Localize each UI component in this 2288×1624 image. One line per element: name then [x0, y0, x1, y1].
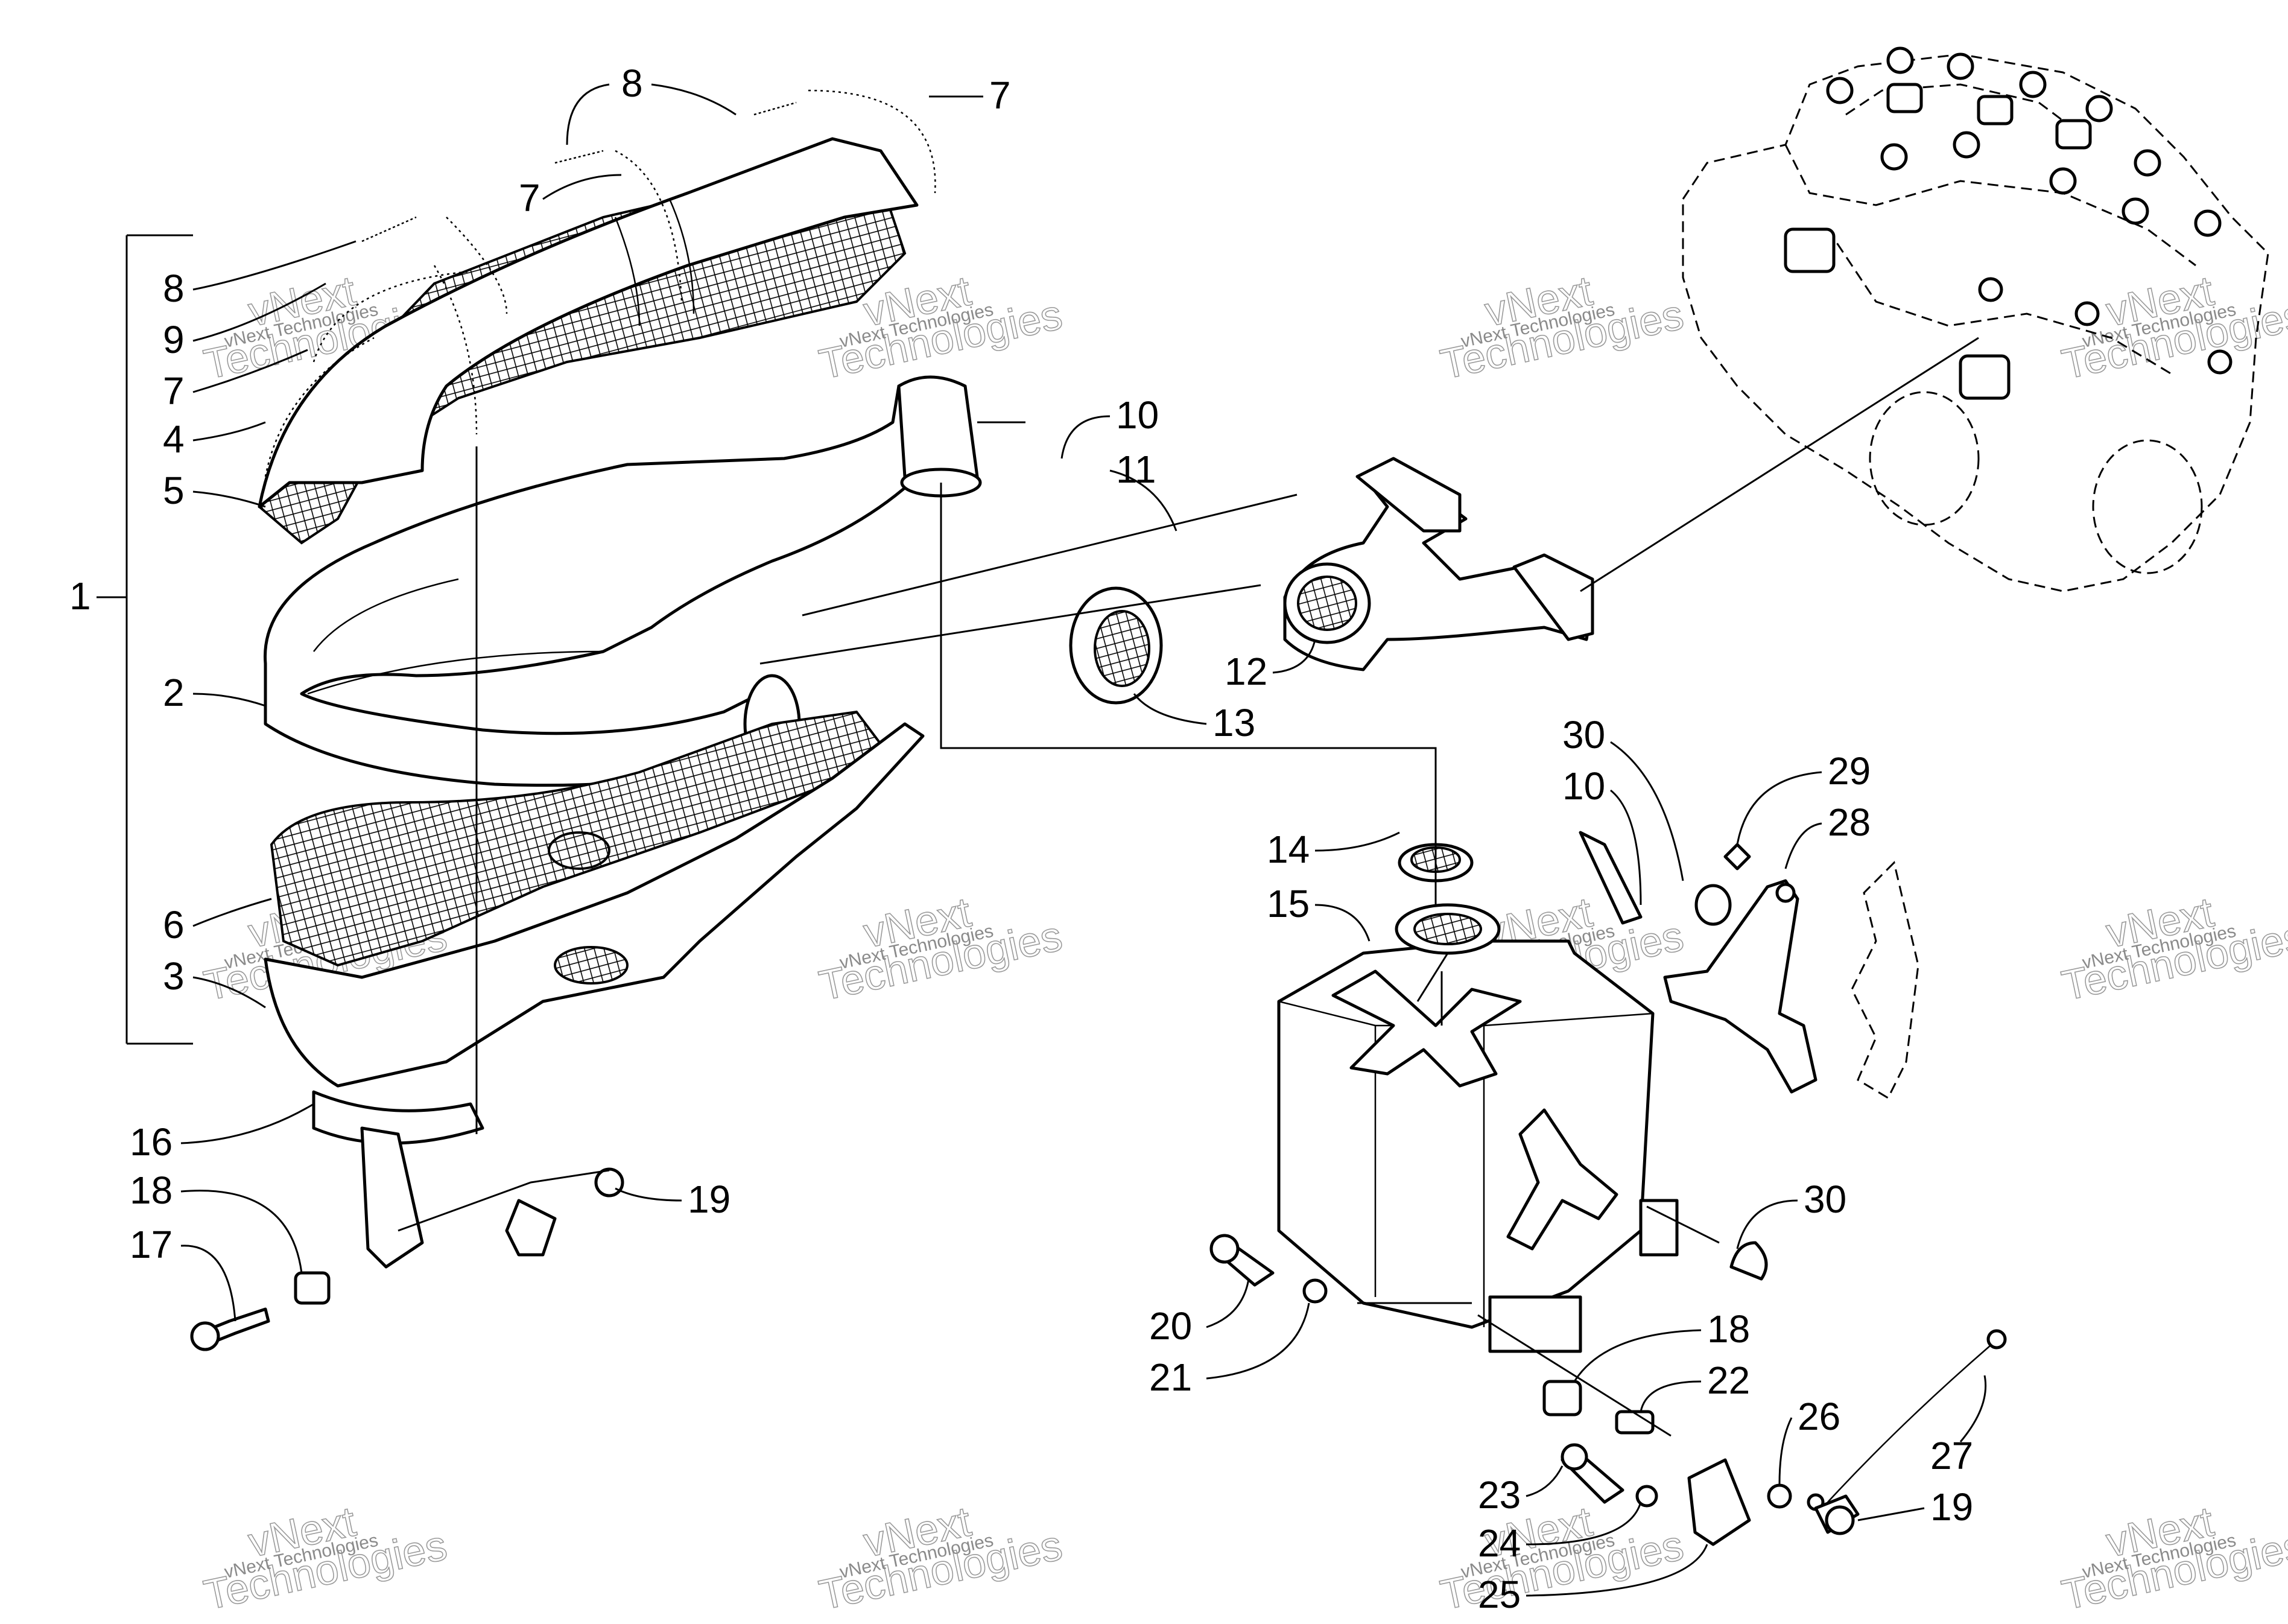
callout-8: 8: [163, 267, 185, 310]
muffler-bracket: [1663, 861, 1919, 1100]
callout-18: 18: [1707, 1307, 1750, 1351]
callout-20: 20: [1149, 1304, 1192, 1348]
callout-13: 13: [1212, 701, 1255, 744]
callout-12: 12: [1225, 650, 1267, 693]
lower-heat-shield: [264, 710, 925, 1088]
watermark: vNext Technologies vNext Technologies: [815, 1497, 1067, 1619]
callout-26: 26: [1798, 1395, 1840, 1438]
callout-5: 5: [163, 469, 185, 512]
gasket: [1069, 586, 1163, 705]
callout-2: 2: [163, 671, 185, 714]
callout-11: 11: [1116, 448, 1156, 491]
callout-17: 17: [130, 1223, 173, 1266]
callout-30: 30: [1804, 1178, 1846, 1221]
callout-1: 1: [69, 574, 91, 618]
watermark: vNext Technologies vNext Technologies: [815, 888, 1067, 1010]
leader-lines: [97, 234, 1979, 1437]
callout-10: 10: [1562, 764, 1605, 808]
springs-and-wires: [264, 89, 936, 477]
callout-24: 24: [1478, 1521, 1521, 1565]
callouts: 1 8 7 7 8 9 7 4 5 2 6 3 10: [69, 62, 1987, 1616]
bracket-assembly-left: [190, 1090, 624, 1351]
callout-19: 19: [688, 1178, 730, 1221]
callout-22: 22: [1707, 1359, 1750, 1402]
muffler: [1277, 843, 1679, 1353]
watermark: vNext Technologies vNext Technologies: [2058, 888, 2288, 1010]
watermark: vNext Technologies vNext Technologies: [200, 1497, 452, 1619]
callout-7: 7: [989, 74, 1011, 117]
callout-30: 30: [1562, 713, 1605, 756]
y-pipe: [1283, 457, 1594, 671]
callout-18: 18: [130, 1169, 173, 1212]
callout-6: 6: [163, 903, 185, 947]
watermark: vNext Technologies vNext Technologies: [2058, 1497, 2288, 1619]
callout-21: 21: [1149, 1356, 1192, 1399]
callout-25: 25: [1478, 1573, 1521, 1616]
callout-7: 7: [519, 176, 540, 220]
callout-23: 23: [1478, 1473, 1521, 1517]
callout-29: 29: [1828, 749, 1871, 793]
callout-9: 9: [163, 318, 185, 361]
watermarks: vNext Technologies vNext Technologies vN…: [200, 267, 2288, 1619]
callout-7: 7: [163, 369, 185, 413]
callout-8: 8: [621, 62, 643, 105]
watermark: vNext Technologies vNext Technologies: [1436, 267, 1688, 389]
callout-27: 27: [1930, 1434, 1973, 1477]
callout-16: 16: [130, 1120, 173, 1164]
callout-28: 28: [1828, 801, 1871, 844]
callout-4: 4: [163, 417, 185, 461]
callout-19: 19: [1930, 1485, 1973, 1529]
callout-15: 15: [1267, 882, 1310, 925]
callout-10: 10: [1116, 393, 1159, 437]
callout-14: 14: [1267, 828, 1310, 871]
hardware-assembly-right: [1209, 831, 2007, 1546]
callout-3: 3: [163, 954, 185, 998]
engine-block-drawing: [1682, 46, 2269, 592]
